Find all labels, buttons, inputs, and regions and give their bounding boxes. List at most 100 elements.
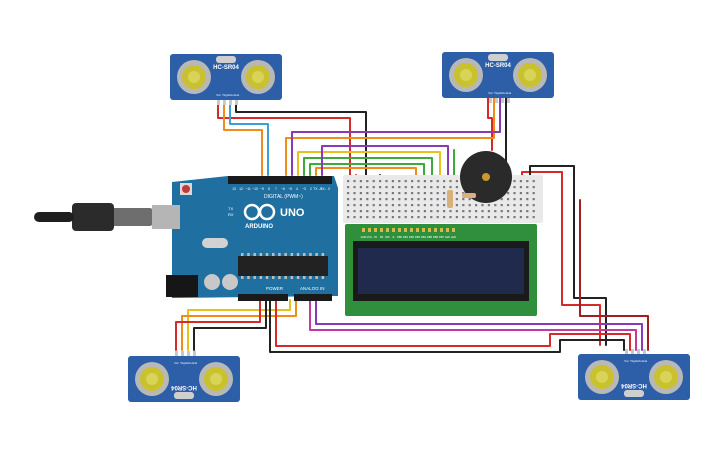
- breadboard-hole: [462, 216, 465, 219]
- breadboard-hole: [423, 186, 426, 189]
- sensor-pin-label: Echo: [185, 361, 192, 365]
- breadboard-hole: [417, 192, 420, 195]
- breadboard-hole: [379, 180, 382, 183]
- lcd-pin: [416, 228, 419, 232]
- breadboard-hole: [347, 186, 350, 189]
- power-label: POWER: [266, 286, 284, 291]
- breadboard-hole: [385, 192, 388, 195]
- breadboard-hole: [353, 198, 356, 201]
- breadboard-hole: [436, 216, 439, 219]
- breadboard-hole: [487, 204, 490, 207]
- sensor-pin-label: Gnd: [192, 361, 198, 365]
- digital-pin-label: 7: [275, 187, 277, 191]
- breadboard-hole: [385, 216, 388, 219]
- breadboard-hole: [353, 186, 356, 189]
- wires: [175, 97, 649, 353]
- breadboard-hole: [455, 216, 458, 219]
- breadboard-hole: [443, 180, 446, 183]
- breadboard-hole: [487, 216, 490, 219]
- lcd-pin-label: DB6: [433, 235, 439, 239]
- chip-pin: [259, 253, 263, 256]
- wire-bl-orange: [181, 299, 297, 351]
- breadboard-hole: [391, 180, 394, 183]
- sensor-pin: [501, 98, 504, 103]
- breadboard-hole: [379, 210, 382, 213]
- chip-pin: [278, 276, 281, 279]
- breadboard-hole: [507, 204, 510, 207]
- analog-label: ANALOG IN: [300, 286, 325, 291]
- digital-pin-label: 2: [310, 187, 312, 191]
- breadboard-hole: [417, 204, 420, 207]
- breadboard-hole: [468, 204, 471, 207]
- breadboard-hole: [423, 210, 426, 213]
- breadboard-hole: [513, 186, 516, 189]
- lcd-pin: [428, 228, 431, 232]
- buzzer-hole: [482, 173, 490, 181]
- breadboard-hole: [455, 198, 458, 201]
- sensor-pin: [625, 349, 628, 354]
- lcd-pin: [398, 228, 401, 232]
- breadboard-hole: [366, 204, 369, 207]
- lcd-pin-label: DB1: [403, 235, 409, 239]
- transducer-core: [210, 373, 222, 385]
- rx-label: RX: [228, 212, 234, 217]
- breadboard-hole: [449, 210, 452, 213]
- breadboard-hole: [449, 180, 452, 183]
- breadboard-hole: [417, 210, 420, 213]
- breadboard-hole: [436, 204, 439, 207]
- breadboard-hole: [532, 216, 535, 219]
- atmega-chip: [238, 256, 328, 276]
- usb-cable: [34, 212, 74, 222]
- breadboard-hole: [532, 198, 535, 201]
- breadboard-hole: [385, 186, 388, 189]
- breadboard-hole: [411, 192, 414, 195]
- breadboard-hole: [468, 216, 471, 219]
- lcd-pin-label: DB2: [409, 235, 415, 239]
- breadboard-hole: [532, 210, 535, 213]
- lcd-pin-label: E: [393, 235, 395, 239]
- lcd-pin: [434, 228, 437, 232]
- breadboard-hole: [372, 180, 375, 183]
- chip-pin: [272, 253, 275, 256]
- breadboard-hole: [353, 204, 356, 207]
- breadboard-hole: [519, 186, 522, 189]
- breadboard-hole: [443, 210, 446, 213]
- sensor-pin-label: Echo: [499, 91, 506, 95]
- sensor-pin-label: Vcc: [624, 359, 629, 363]
- arduino-brand: ARDUINO: [245, 224, 273, 230]
- transducer-core: [252, 71, 264, 83]
- breadboard-hole: [366, 180, 369, 183]
- breadboard-hole: [398, 204, 401, 207]
- breadboard-hole: [526, 204, 529, 207]
- breadboard-hole: [468, 198, 471, 201]
- breadboard-hole: [398, 210, 401, 213]
- transducer-core: [596, 371, 608, 383]
- breadboard-hole: [366, 198, 369, 201]
- breadboard-hole: [436, 192, 439, 195]
- breadboard-hole: [507, 192, 510, 195]
- breadboard-hole: [475, 216, 478, 219]
- digital-pin-label: ~3: [302, 187, 306, 191]
- breadboard-hole: [462, 210, 465, 213]
- breadboard-hole: [481, 216, 484, 219]
- sensor-pin: [495, 98, 498, 103]
- breadboard-hole: [513, 210, 516, 213]
- chip-pin: [284, 276, 287, 279]
- breadboard: [343, 175, 543, 223]
- breadboard-hole: [398, 216, 401, 219]
- breadboard-hole: [359, 216, 362, 219]
- lcd-pin-label: LED: [451, 235, 456, 239]
- breadboard-hole: [379, 198, 382, 201]
- breadboard-hole: [372, 192, 375, 195]
- breadboard-hole: [519, 204, 522, 207]
- digital-header: [228, 176, 332, 184]
- breadboard-hole: [404, 180, 407, 183]
- breadboard-hole: [347, 210, 350, 213]
- breadboard-hole: [347, 198, 350, 201]
- breadboard-hole: [500, 198, 503, 201]
- breadboard-hole: [507, 198, 510, 201]
- breadboard-hole: [385, 204, 388, 207]
- sensor-crystal: [488, 54, 508, 61]
